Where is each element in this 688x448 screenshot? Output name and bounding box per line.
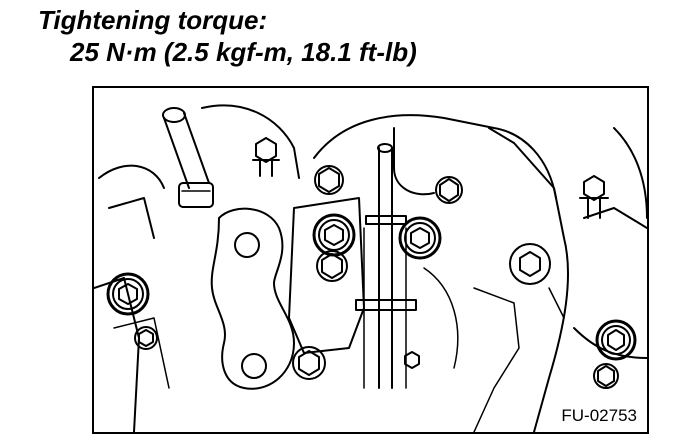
bolt-icon xyxy=(252,137,280,177)
bolt-icon xyxy=(579,175,609,219)
fuel-pipe-end xyxy=(162,107,186,123)
housing-outline xyxy=(533,237,569,432)
torque-value: 25 N·m (2.5 kgf-m, 18.1 ft-lb) xyxy=(70,37,417,67)
highlight-ring-icon xyxy=(398,216,442,260)
bolt-icon xyxy=(314,165,344,195)
housing-outline xyxy=(583,207,647,229)
highlight-ring-icon xyxy=(106,272,150,316)
housing-outline xyxy=(313,114,557,199)
figure-frame: FU-02753 xyxy=(92,86,649,434)
highlight-ring-icon xyxy=(595,319,637,361)
bracket-hole xyxy=(234,232,260,258)
housing-outline xyxy=(98,164,165,189)
detail-line xyxy=(473,287,520,432)
pipe-nut xyxy=(178,182,214,208)
mount-block xyxy=(288,197,365,354)
rail-clamp xyxy=(365,215,407,225)
highlight-ring-icon xyxy=(312,213,356,257)
figure-code: FU-02753 xyxy=(559,406,639,426)
bolt-icon xyxy=(404,351,420,369)
housing-outline xyxy=(613,127,647,219)
bolt-icon xyxy=(509,243,551,285)
bracket-plate xyxy=(210,207,295,390)
torque-label: Tightening torque: xyxy=(38,5,268,35)
fuel-pipe xyxy=(163,117,190,189)
engine-component-drawing xyxy=(94,104,647,432)
bolt-icon xyxy=(593,363,619,389)
detail-line xyxy=(423,267,459,369)
detail-line xyxy=(113,317,170,389)
fuel-rail-top xyxy=(377,143,393,153)
torque-spec: Tightening torque: 25 N·m (2.5 kgf-m, 18… xyxy=(38,4,417,68)
rail-clamp xyxy=(355,299,417,311)
housing-outline xyxy=(108,197,155,239)
housing-outline xyxy=(488,127,565,239)
housing-outline xyxy=(201,104,300,179)
detail-line xyxy=(548,287,565,319)
bolt-icon xyxy=(292,346,326,380)
bolt-icon xyxy=(134,326,158,350)
fuel-pipe xyxy=(183,112,210,184)
housing-outline xyxy=(393,127,435,196)
bracket-hole xyxy=(241,353,267,379)
bolt-icon xyxy=(435,176,463,204)
